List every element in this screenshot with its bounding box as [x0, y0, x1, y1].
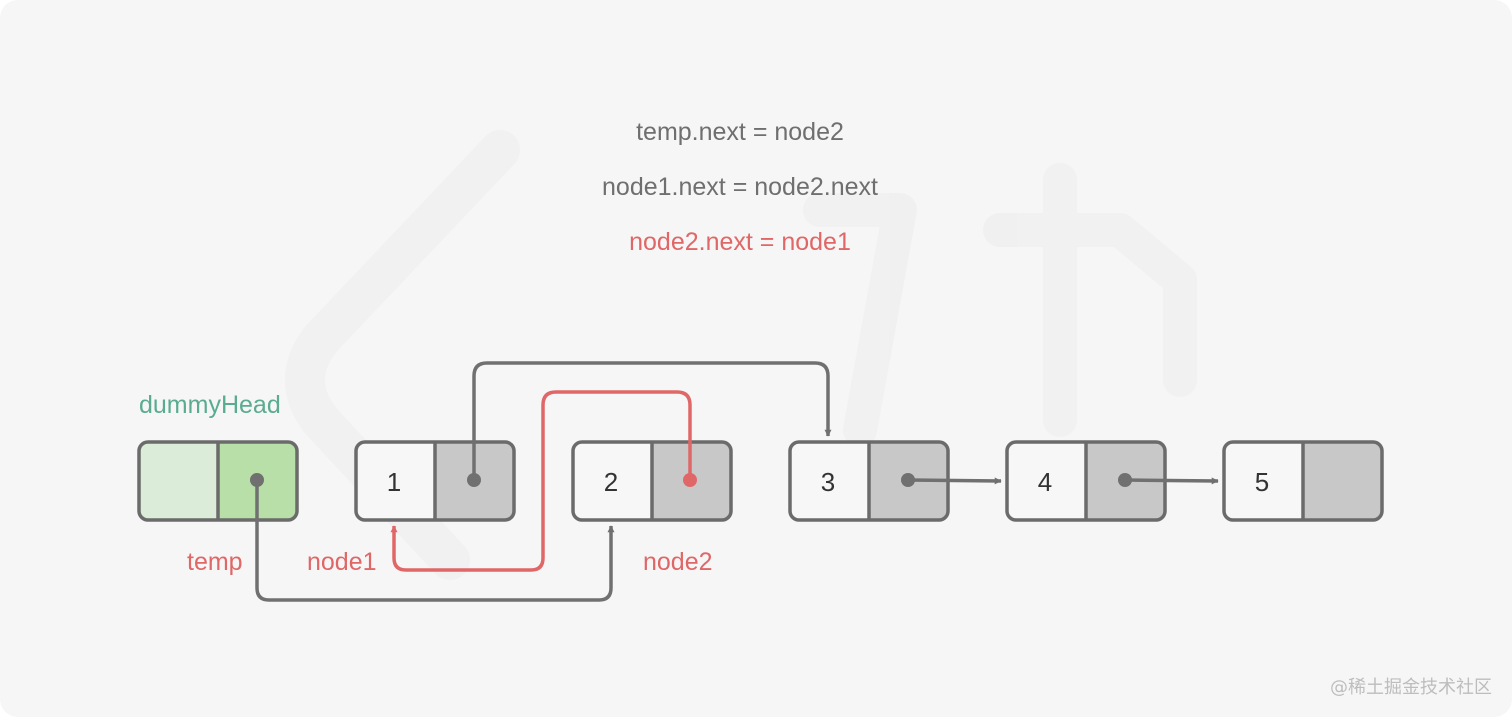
code-line-node2-next: node2.next = node1: [629, 228, 851, 256]
arrow-node1-next-to-node3: [472, 361, 832, 480]
node-box-dummy: [137, 440, 299, 522]
node-3-value: 3: [820, 467, 836, 497]
node-2-value: 2: [603, 467, 619, 497]
node1-label: node1: [307, 548, 377, 576]
arrow-node3-to-node4: [907, 477, 1002, 485]
dummy-head-label: dummyHead: [139, 391, 281, 419]
pointer-dot-node2: [683, 473, 697, 487]
arrows-layer: [250, 361, 1219, 602]
watermark-text: @稀土掘金技术社区: [1330, 677, 1492, 698]
pointer-dot-dummy: [250, 473, 264, 487]
node-box-n5: [1222, 440, 1384, 522]
arrow-node2-next-to-node1: [390, 390, 692, 572]
arrow-node4-to-node5: [1124, 477, 1219, 485]
temp-label: temp: [187, 548, 243, 576]
node-5-value: 5: [1254, 467, 1270, 497]
pointer-dot-node3: [901, 473, 915, 487]
node2-label: node2: [643, 548, 713, 576]
pointer-dot-node1: [467, 473, 481, 487]
node-1-value: 1: [386, 467, 402, 497]
node-4-value: 4: [1037, 467, 1053, 497]
background-logo: [285, 130, 1197, 580]
pointer-dot-node4: [1118, 473, 1132, 487]
node-box-n1: [354, 440, 516, 522]
arrow-temp-next-to-node2: [255, 480, 615, 602]
code-line-node1-next: node1.next = node2.next: [602, 173, 878, 201]
node-pointer-cell-n5: [1303, 442, 1382, 520]
code-line-temp-next: temp.next = node2: [636, 118, 844, 146]
